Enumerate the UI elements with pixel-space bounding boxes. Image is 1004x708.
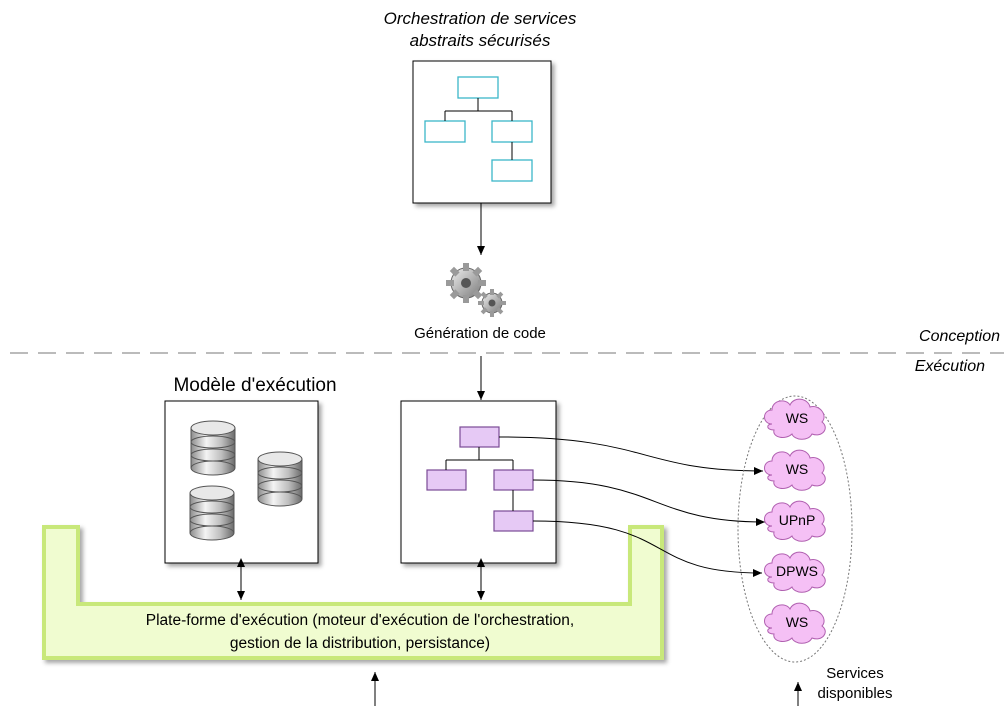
platform-label-line2: gestion de la distribution, persistance) (229, 635, 491, 652)
gears-icon (446, 263, 506, 317)
execution-platform (42, 525, 664, 660)
cloud-ws-3: WS (764, 602, 826, 644)
database-icon (257, 451, 303, 507)
cloud-label: WS (786, 410, 809, 426)
execution-label: Exécution (914, 358, 985, 375)
services-caption-line2: disponibles (817, 685, 893, 702)
cloud-ws-2: WS (764, 449, 826, 491)
orchestration-title-line1: Orchestration de services (383, 9, 577, 28)
cloud-dpws: DPWS (764, 551, 826, 593)
cloud-ws-1: WS (764, 398, 826, 440)
abstract-orchestration-box (412, 60, 552, 204)
services-group (737, 395, 853, 663)
cloud-label: WS (786, 614, 809, 630)
cloud-label: DPWS (776, 563, 818, 579)
orchestration-title: Orchestration de services abstraits sécu… (330, 8, 630, 52)
conception-label: Conception (919, 328, 1000, 345)
generation-label: Génération de code (414, 325, 546, 342)
concrete-orchestration-box (400, 400, 557, 564)
binding-line (498, 436, 764, 475)
services-caption: Services disponibles (800, 664, 910, 704)
platform-label-line1: Plate-forme d'exécution (moteur d'exécut… (145, 612, 575, 629)
services-caption-line1: Services (826, 665, 884, 682)
database-icon (189, 485, 235, 541)
orchestration-title-line2: abstraits sécurisés (409, 31, 551, 50)
service-cloud-list: WS WS UPnP DPWS WS (764, 398, 826, 644)
binding-line (532, 520, 763, 577)
execution-model-title: Modèle d'exécution (173, 375, 337, 396)
cloud-label: WS (786, 461, 809, 477)
platform-label: Plate-forme d'exécution (moteur d'exécut… (60, 609, 660, 655)
cloud-upnp: UPnP (764, 500, 826, 542)
database-icon (190, 420, 236, 476)
binding-line (532, 479, 766, 526)
cloud-label: UPnP (779, 512, 816, 528)
